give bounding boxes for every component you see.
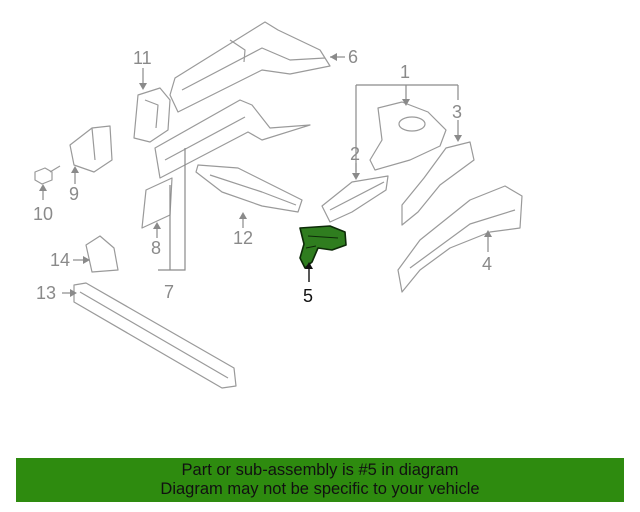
callout-2: 2	[350, 144, 360, 164]
callout-5: 5	[303, 286, 313, 306]
callout-6: 6	[348, 47, 358, 67]
callout-1: 1	[400, 62, 410, 82]
part-4-apron[interactable]	[397, 185, 523, 293]
part-9-mount[interactable]	[69, 125, 113, 173]
parts-diagram: 6 11 9 10 8 7 12 14 13 1 2 3 4 5	[33, 21, 523, 389]
part-2-bracket[interactable]	[321, 175, 389, 223]
part-14-bracket[interactable]	[85, 235, 119, 273]
part-10-bolt[interactable]	[34, 165, 61, 185]
callout-8: 8	[151, 238, 161, 258]
footer-banner: Part or sub-assembly is #5 in diagram Di…	[16, 458, 624, 502]
callout-13: 13	[36, 283, 56, 303]
part-13-crossmember[interactable]	[73, 282, 237, 389]
callout-11: 11	[133, 48, 152, 68]
part-1-strut-tower[interactable]	[369, 101, 447, 171]
leader-7	[158, 148, 186, 271]
leader-1	[355, 84, 459, 172]
callout-4: 4	[482, 254, 492, 274]
part-8-plate[interactable]	[141, 177, 173, 229]
part-6-upper-rail[interactable]	[169, 21, 331, 113]
footer-line-2: Diagram may not be specific to your vehi…	[160, 480, 480, 498]
footer-line-1: Part or sub-assembly is #5 in diagram	[181, 461, 459, 479]
part-12-inner-rail[interactable]	[195, 164, 303, 213]
part-11-bracket[interactable]	[133, 87, 171, 143]
callout-14: 14	[50, 250, 70, 270]
callout-12: 12	[233, 228, 253, 248]
part-3-reinforcement[interactable]	[401, 141, 475, 226]
callout-10: 10	[33, 204, 53, 224]
callout-9: 9	[69, 184, 79, 204]
callout-7: 7	[164, 282, 174, 302]
part-5-highlighted-bracket[interactable]	[299, 225, 347, 269]
callout-3: 3	[452, 102, 462, 122]
part-7-side-member[interactable]	[154, 99, 311, 179]
